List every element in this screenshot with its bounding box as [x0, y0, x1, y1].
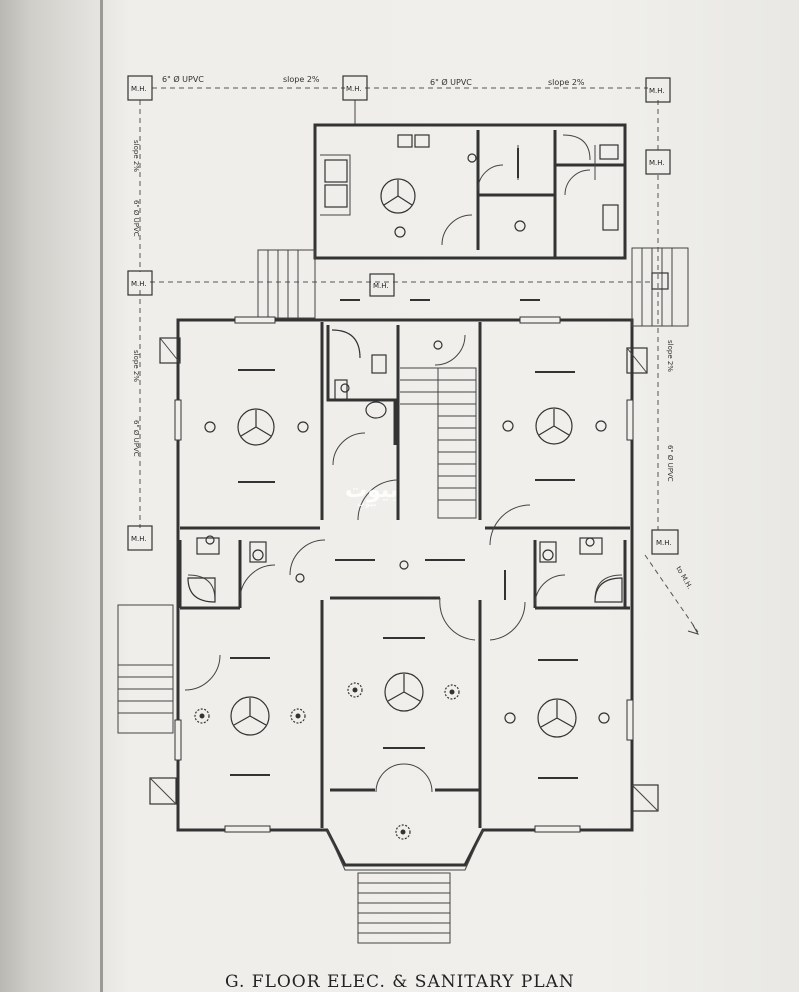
manhole-5: M.H. [127, 270, 153, 296]
stair-main [400, 367, 477, 519]
fan-icon [380, 178, 416, 214]
stove-icon [414, 134, 430, 148]
fluorescent-lights [230, 148, 578, 779]
fan-icon [535, 407, 573, 445]
pipe-label-left-1: 6" Ø UPVC [132, 200, 140, 237]
stair-front [357, 872, 451, 944]
plan-title: G. FLOOR ELEC. & SANITARY PLAN [225, 972, 575, 992]
fan-icon [230, 696, 270, 736]
sanitary-fixtures [187, 134, 623, 603]
manhole-label: M.H. [346, 85, 362, 93]
stair-left [117, 604, 174, 734]
sink-icon [539, 541, 557, 563]
shower-icon [331, 329, 361, 359]
manholes: M.H. M.H. M.H. M.H. M.H. M.H. M.H. M.H. [127, 75, 679, 555]
flow-arrow-icon [687, 624, 700, 635]
fan-icon [237, 408, 275, 446]
slope-label-left-2: slope 2% [132, 350, 140, 382]
watermark-subtext: بيوت [357, 499, 377, 508]
sewer-lines [139, 87, 699, 633]
pipe-label-left-2: 6" Ø UPVC [132, 420, 140, 457]
manhole-label: M.H. [656, 539, 672, 547]
manhole-1: M.H. [127, 75, 153, 101]
water-heater-icon [196, 537, 220, 555]
manhole-label: M.H. [131, 280, 147, 288]
chandelier-icon [290, 708, 306, 724]
pipe-annotations: 6" Ø UPVC slope 2% 6" Ø UPVC slope 2% sl… [132, 74, 694, 591]
shower-icon [594, 577, 623, 603]
manhole-7: M.H. [127, 525, 153, 551]
electrical-panels [149, 272, 669, 812]
manhole-label: M.H. [649, 159, 665, 167]
manhole-8: M.H. [651, 529, 679, 555]
flow-label: to M.H. [674, 565, 693, 591]
fan-icon [537, 698, 577, 738]
chandelier-icon [194, 708, 210, 724]
watermark-logo: بيوت بيوت [345, 478, 398, 508]
pipe-label-top-left: 6" Ø UPVC [162, 74, 204, 84]
chandelier-icon [347, 682, 363, 698]
main-house-walls [176, 318, 634, 871]
manhole-label: M.H. [131, 85, 147, 93]
shower-icon [187, 577, 216, 603]
manhole-label: M.H. [131, 535, 147, 543]
slope-label-top-left: slope 2% [283, 75, 320, 84]
windows [174, 316, 634, 833]
watermark-text: بيوت [345, 478, 399, 503]
slope-label-top-right: slope 2% [548, 78, 585, 87]
sink-icon [249, 541, 267, 563]
pipe-label-top-right: 6" Ø UPVC [430, 77, 472, 87]
water-heater-icon [579, 537, 603, 555]
manhole-6: M.H. [369, 273, 395, 297]
water-heater-icon [371, 354, 387, 374]
chandelier-icon [395, 824, 411, 840]
manhole-4: M.H. [645, 149, 671, 175]
door-swings [184, 334, 623, 793]
fan-icon [384, 672, 424, 712]
annex-building [313, 123, 627, 260]
stair-top-right [631, 247, 689, 327]
manhole-2: M.H. [342, 75, 368, 101]
slope-label-right: slope 2% [666, 340, 674, 372]
ceiling-fans [230, 178, 577, 738]
manhole-label: M.H. [649, 87, 665, 95]
sink-icon [334, 379, 348, 401]
stove-icon [397, 134, 413, 148]
staircases [117, 247, 689, 944]
slope-label-left-1: slope 2% [132, 140, 140, 172]
manhole-3: M.H. [645, 77, 671, 103]
chandelier-icon [444, 684, 460, 700]
stair-top-left [257, 249, 316, 319]
toilet-icon [365, 401, 387, 419]
manhole-label: M.H. [373, 282, 389, 290]
book-spine [100, 0, 103, 992]
chandeliers [194, 682, 460, 840]
pipe-label-right: 6" Ø UPVC [666, 445, 674, 482]
light-points [204, 153, 610, 724]
